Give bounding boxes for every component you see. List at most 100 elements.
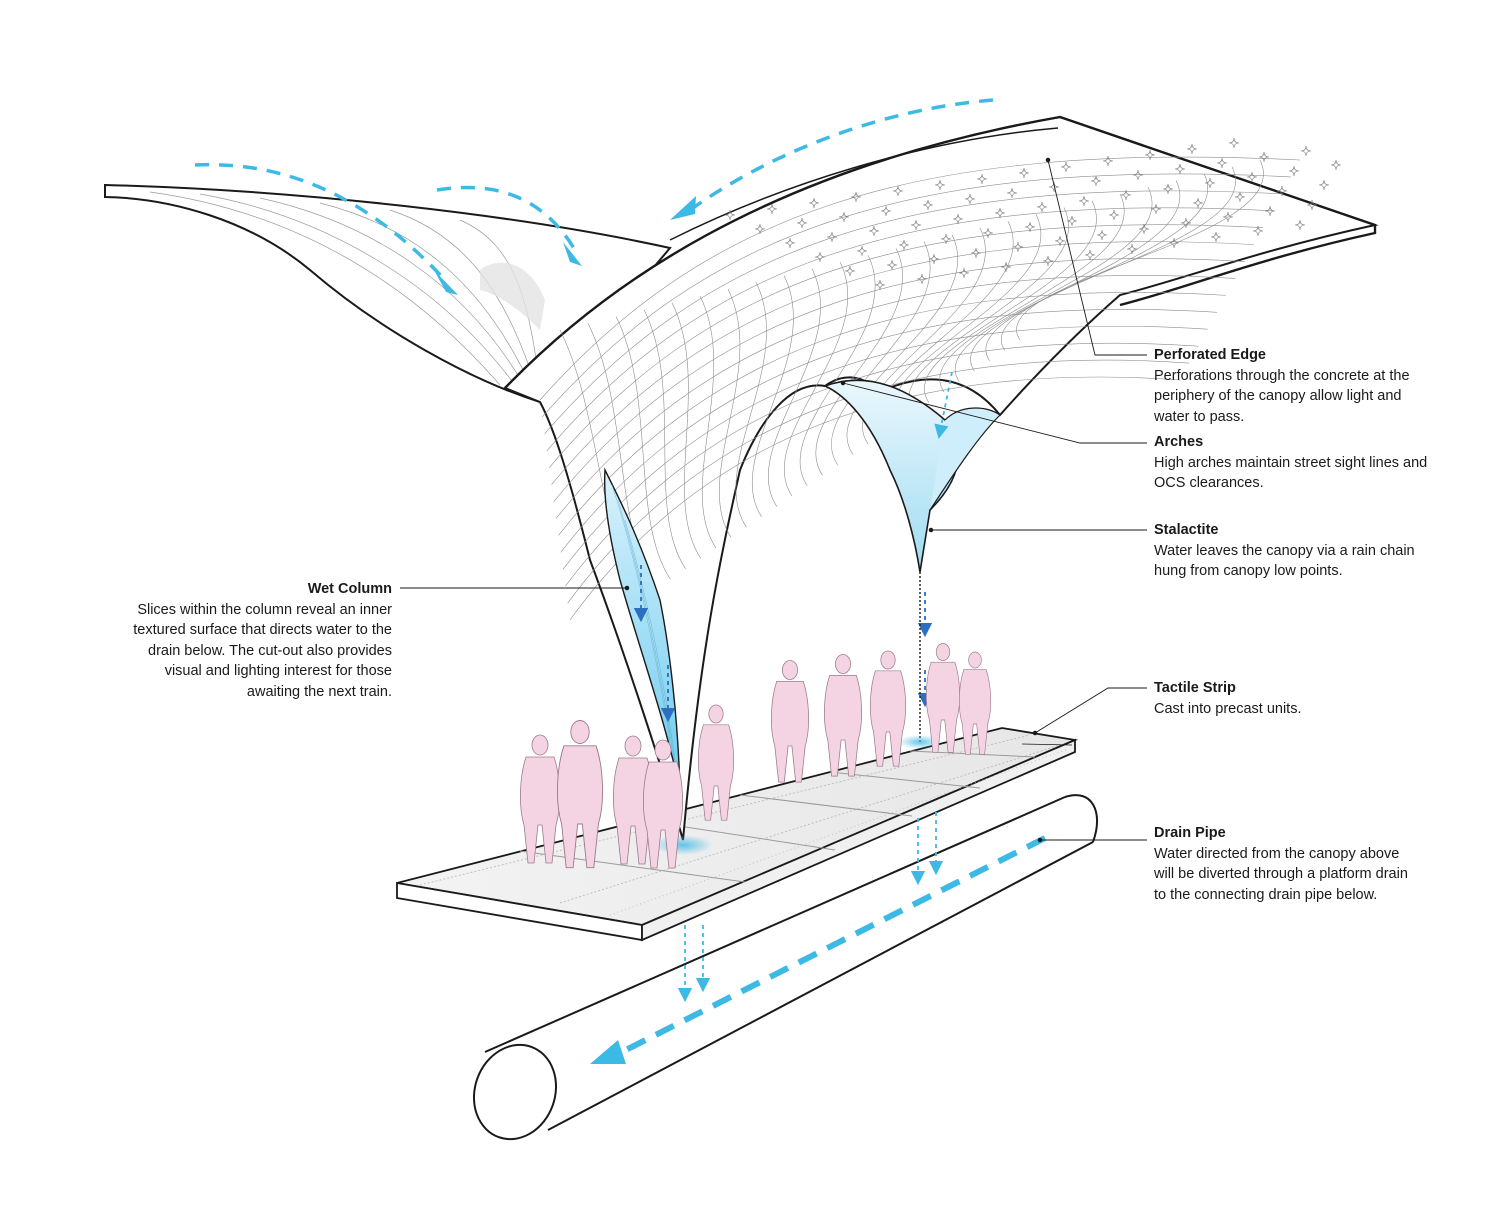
perforation bbox=[1306, 199, 1318, 211]
canopy-contour bbox=[553, 258, 1245, 502]
perforation bbox=[1144, 149, 1156, 161]
person-silhouette bbox=[612, 735, 654, 865]
callout-stalactite: Stalactite Water leaves the canopy via a… bbox=[1154, 520, 1474, 582]
canopy-contour bbox=[699, 295, 717, 549]
perforation bbox=[1042, 255, 1054, 267]
perforation bbox=[1264, 205, 1276, 217]
perforation bbox=[1318, 179, 1330, 191]
canopy bbox=[104, 115, 1379, 841]
perforation bbox=[886, 259, 898, 271]
perforation bbox=[1222, 211, 1234, 223]
canopy-contour bbox=[544, 190, 1282, 435]
perforation bbox=[1084, 249, 1096, 261]
perforation bbox=[1138, 223, 1150, 235]
perforation bbox=[1330, 159, 1342, 171]
perforation bbox=[1096, 229, 1108, 241]
person-silhouette bbox=[698, 704, 734, 821]
canopy-contour bbox=[671, 302, 702, 559]
callout-perforated-edge: Perforated Edge Perforations through the… bbox=[1154, 345, 1474, 427]
person-silhouette bbox=[959, 651, 991, 755]
canopy-contour bbox=[784, 261, 848, 497]
perforation bbox=[910, 219, 922, 231]
canopy-contour bbox=[799, 255, 876, 486]
perforation bbox=[1048, 181, 1060, 193]
perforation-pattern bbox=[724, 137, 1342, 291]
callout-wet-column: Wet Column Slices within the column reve… bbox=[80, 579, 392, 702]
person-silhouette bbox=[642, 739, 684, 869]
perforation bbox=[922, 199, 934, 211]
callout-title: Drain Pipe bbox=[1154, 825, 1226, 841]
canopy-contour bbox=[558, 292, 1227, 536]
canopy-contour bbox=[542, 173, 1291, 418]
callout-text: Cast into precast units. bbox=[1154, 700, 1302, 717]
person-silhouette bbox=[519, 734, 561, 864]
perforation bbox=[1168, 237, 1180, 249]
canopy-contour bbox=[643, 309, 686, 569]
canopy-contour bbox=[924, 200, 1097, 403]
perforation bbox=[994, 207, 1006, 219]
perforation bbox=[724, 209, 736, 221]
perforation bbox=[1150, 203, 1162, 215]
perforation bbox=[970, 247, 982, 259]
perforation bbox=[1204, 177, 1216, 189]
canopy-contour bbox=[560, 309, 1217, 553]
perforation bbox=[1006, 187, 1018, 199]
perforation bbox=[1012, 241, 1024, 253]
canopy-contour bbox=[551, 241, 1254, 485]
perforation bbox=[916, 273, 928, 285]
canopy-contour bbox=[815, 248, 903, 476]
canopy-contour bbox=[555, 275, 1236, 519]
callout-text: High arches maintain street sight lines … bbox=[1154, 454, 1428, 492]
perforation bbox=[1090, 175, 1102, 187]
perforation bbox=[940, 233, 952, 245]
perforation bbox=[1252, 225, 1264, 237]
canopy-contour bbox=[718, 289, 741, 538]
perforation bbox=[1216, 157, 1228, 169]
canopy-contour bbox=[546, 207, 1273, 451]
perforation bbox=[1078, 195, 1090, 207]
person-silhouette bbox=[926, 643, 960, 753]
perforation bbox=[874, 279, 886, 291]
perforation bbox=[1054, 235, 1066, 247]
callout-text: Perforations through the concrete at the… bbox=[1154, 367, 1410, 425]
perforation bbox=[1258, 151, 1270, 163]
perforation bbox=[1120, 189, 1132, 201]
perforation bbox=[880, 205, 892, 217]
callout-title: Wet Column bbox=[307, 581, 392, 597]
canopy-contour bbox=[615, 316, 671, 580]
callout-title: Stalactite bbox=[1154, 522, 1219, 538]
canopy-contour bbox=[562, 325, 1208, 570]
canopy-contour bbox=[539, 156, 1301, 401]
perforation bbox=[952, 213, 964, 225]
perforation bbox=[1234, 191, 1246, 203]
perforation bbox=[892, 185, 904, 197]
perforation bbox=[1288, 165, 1300, 177]
perforation bbox=[1132, 169, 1144, 181]
perforation bbox=[1102, 155, 1114, 167]
perforation bbox=[1066, 215, 1078, 227]
canopy-contour bbox=[549, 224, 1264, 468]
perforation bbox=[1000, 261, 1012, 273]
perforation bbox=[1108, 209, 1120, 221]
callout-text: Water leaves the canopy via a rain chain… bbox=[1154, 542, 1415, 580]
callout-text: Slices within the column reveal an inner… bbox=[133, 601, 392, 700]
perforation bbox=[982, 227, 994, 239]
person-silhouette bbox=[556, 720, 604, 869]
perforation bbox=[1294, 219, 1306, 231]
perforation bbox=[826, 231, 838, 243]
perforation bbox=[850, 191, 862, 203]
canopy-contour bbox=[1016, 159, 1264, 341]
perforation bbox=[814, 251, 826, 263]
callout-drain-pipe: Drain Pipe Water directed from the canop… bbox=[1154, 823, 1474, 905]
canopy-contour bbox=[831, 241, 931, 465]
perforation bbox=[1228, 137, 1240, 149]
perforation bbox=[1276, 185, 1288, 197]
perforation bbox=[958, 267, 970, 279]
platform bbox=[396, 727, 1079, 942]
perforation bbox=[1036, 201, 1048, 213]
canopy-contour bbox=[955, 187, 1152, 382]
canopy-contour bbox=[767, 268, 821, 507]
perforation bbox=[868, 225, 880, 237]
perforation bbox=[1174, 163, 1186, 175]
perforation bbox=[1246, 171, 1258, 183]
